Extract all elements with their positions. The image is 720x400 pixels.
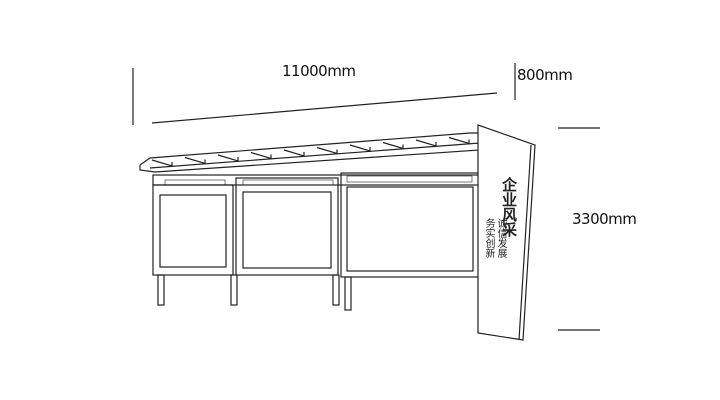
side-panel-edge: [518, 144, 532, 341]
canopy-rib: [283, 149, 305, 157]
height-label: 3300mm: [572, 210, 637, 228]
canopy-rib: [250, 151, 272, 160]
side-panel-title: 企业风采: [500, 177, 518, 237]
side-panel-slogan-right: 诚信发展: [495, 218, 506, 258]
canopy-rib: [184, 156, 206, 165]
side-panel-slogan-left: 务实创新: [483, 218, 494, 258]
display-frame: [152, 172, 481, 311]
canopy-rib: [448, 136, 470, 145]
depth-label: 800mm: [517, 66, 573, 84]
side-panel: [477, 124, 536, 341]
canopy-roof: [139, 132, 481, 173]
canopy-rib: [217, 154, 239, 162]
canopy-rib: [382, 141, 404, 150]
dim-length-line: [151, 92, 498, 124]
length-label: 11000mm: [282, 62, 356, 80]
canopy-rib: [349, 144, 371, 152]
canopy-rib: [415, 139, 437, 147]
canopy-rib: [316, 146, 338, 155]
canopy-rib: [151, 159, 173, 167]
